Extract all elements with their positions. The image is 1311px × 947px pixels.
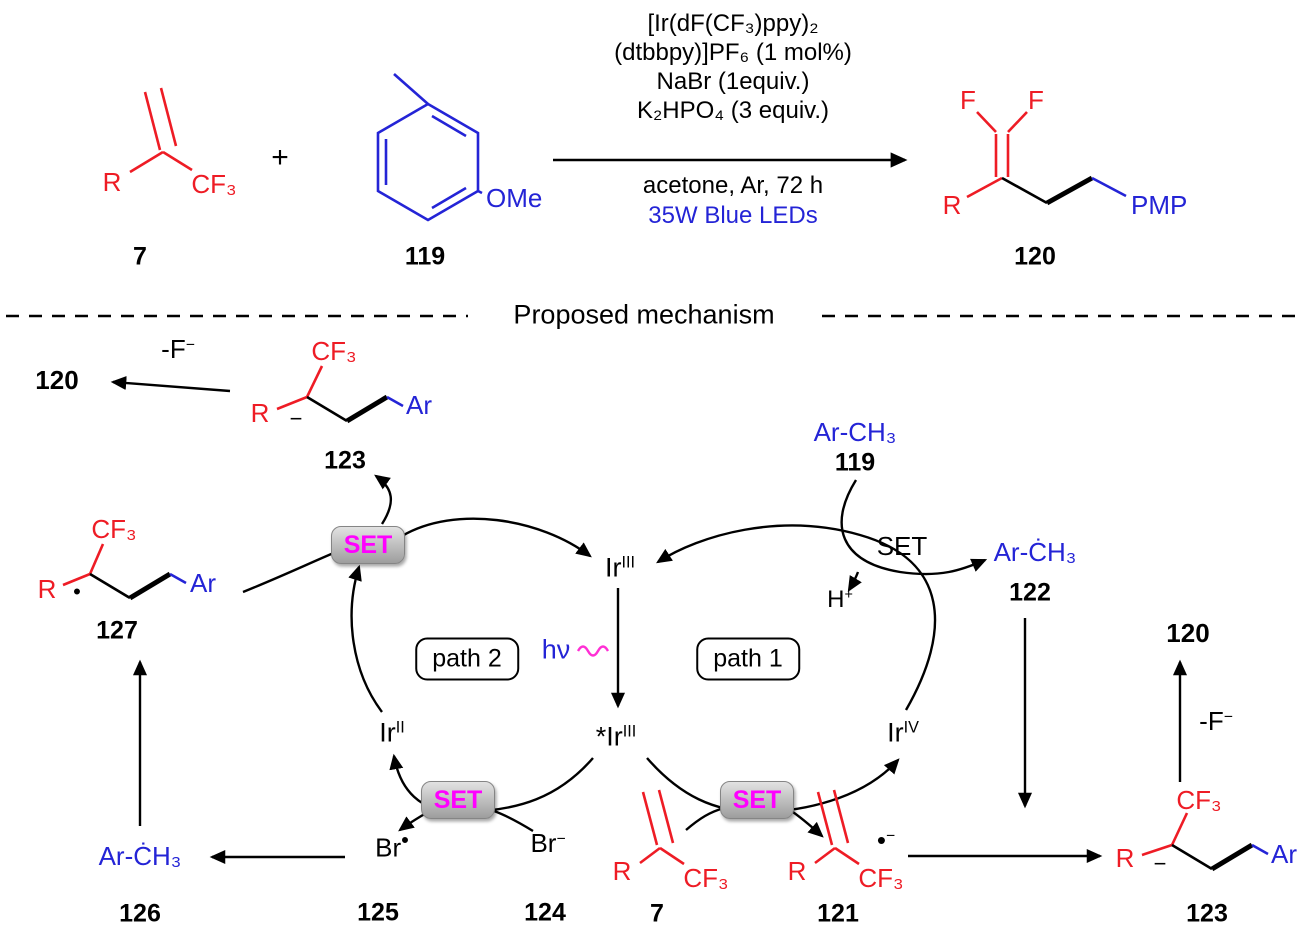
set-plain-label: SET [876, 531, 928, 561]
product-120-right: 120 [1166, 618, 1210, 648]
left-cycle-arrows [242, 474, 594, 833]
s127-Ar-label: Ar [190, 568, 216, 598]
mechanism-title: Proposed mechanism [513, 299, 775, 330]
compound-126-id: 126 [119, 899, 161, 928]
benzene-ring-119 [376, 73, 483, 222]
s121-R-label: R [787, 856, 807, 886]
s127-radical-dot: • [73, 579, 81, 604]
s123a-CF3-label: CF₃ [311, 336, 357, 366]
compound-119-mech-id: 119 [834, 448, 876, 477]
structure-7-top-bonds [129, 87, 193, 174]
s121-radical-anion-mark: •− [876, 825, 896, 855]
compound-7-mech-id: 7 [650, 899, 664, 928]
condition-line-3: NaBr (1equiv.) [656, 68, 810, 95]
s127-R-label: R [37, 574, 57, 604]
compound-7-id: 7 [133, 242, 147, 271]
compound-123-bottom-id: 123 [1186, 899, 1228, 928]
structure-123-bottom-bonds [1141, 812, 1269, 872]
compound-123-top-id: 123 [324, 446, 366, 475]
p120-PMP-label: PMP [1131, 190, 1188, 220]
s7-CF3-label: CF₃ [683, 863, 729, 893]
set-box-bottom-right: SET [720, 781, 794, 819]
product-120-left: 120 [35, 365, 79, 395]
compound-124-id: 124 [524, 898, 566, 927]
condition-line-4: K₂HPO₄ (3 equiv.) [636, 97, 830, 124]
hv-squiggle [576, 645, 610, 657]
ar-ch3-119-label: Ar-CH₃ [813, 417, 897, 447]
condition-line-2: (dtbbpy)]PF₆ (1 mol%) [614, 39, 852, 66]
structure-121-bonds [814, 789, 860, 866]
s127-CF3-label: CF₃ [91, 514, 137, 544]
s7-R-label: R [612, 856, 632, 886]
ir-IV-label: IrIV [887, 717, 919, 748]
compound-127-id: 127 [96, 616, 138, 645]
s123a-carbanion-charge: − [289, 406, 303, 431]
br-anion-label: Br− [530, 828, 566, 858]
ir-III-label: IrIII [605, 552, 635, 583]
arrow-123-to-120 [110, 376, 231, 393]
ir-II-label: IrII [379, 717, 405, 748]
compound-119-id: 119 [404, 242, 446, 271]
compound-120-id: 120 [1014, 242, 1056, 271]
s123b-Ar-label: Ar [1271, 839, 1297, 869]
structure-7-bottom-bonds [639, 789, 685, 866]
s123b-R-label: R [1115, 843, 1135, 873]
condition-line-6-blue-leds: 35W Blue LEDs [648, 202, 818, 229]
p120-R-label: R [942, 190, 962, 220]
compound-122-id: 122 [1009, 578, 1051, 607]
structure-123-top-bonds [276, 365, 404, 424]
br-radical-label: Br• [375, 827, 409, 863]
r119-OMe-label: OMe [486, 183, 543, 213]
s121-CF3-label: CF₃ [858, 863, 904, 893]
h-plus-label: H+ [827, 586, 853, 613]
structure-120-bonds [966, 111, 1127, 206]
s123a-Ar-label: Ar [406, 390, 432, 420]
compound-125-id: 125 [357, 898, 399, 927]
path-2-box: path 2 [415, 637, 519, 681]
p120-F2-label: F [1028, 85, 1044, 115]
p120-F1-label: F [960, 85, 976, 115]
structure-127-bonds [62, 543, 187, 601]
condition-line-1: [Ir(dF(CF₃)ppy)₂ [647, 10, 819, 37]
condition-line-5: acetone, Ar, 72 h [642, 172, 824, 199]
plus-sign: + [271, 141, 289, 174]
ar-ch2-radical-122-label: Ar-ĊH₃ [993, 537, 1077, 567]
s123b-carbanion-charge: − [1153, 851, 1167, 876]
minus-fluoride-right: -F− [1199, 706, 1233, 736]
compound-121-id: 121 [817, 899, 859, 928]
r7-CF3-label: CF₃ [191, 169, 237, 199]
hv-label: hν [541, 634, 571, 665]
set-box-bottom-left: SET [421, 781, 495, 819]
r7-R-label: R [102, 167, 122, 197]
s123a-R-label: R [250, 398, 270, 428]
minus-fluoride-left: -F− [161, 334, 195, 364]
path-1-box: path 1 [696, 637, 800, 681]
ar-ch2-radical-126-label: Ar-ĊH₃ [98, 841, 182, 871]
set-box-top-left: SET [331, 526, 405, 564]
ir-III-excited-label: *IrIII [595, 721, 637, 752]
s123b-CF3-label: CF₃ [1176, 785, 1222, 815]
